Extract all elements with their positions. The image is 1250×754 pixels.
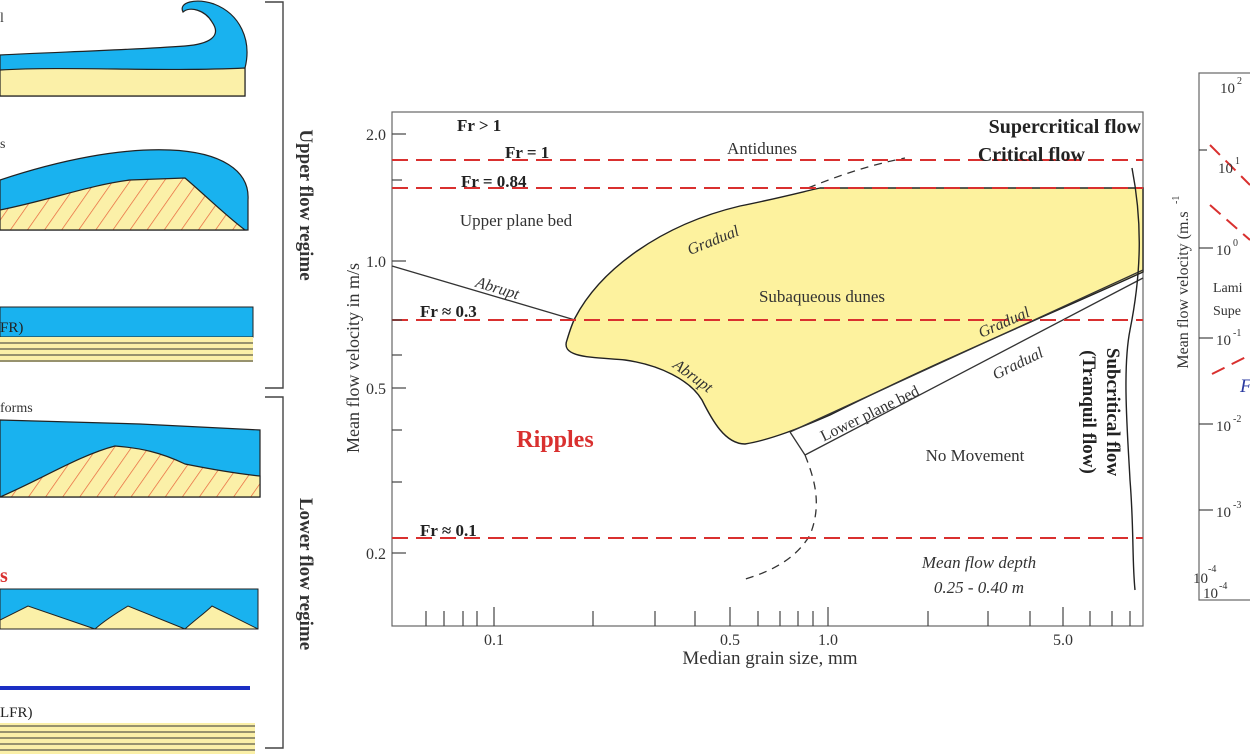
right-tick-1e-4-exp: -4 [1208,564,1216,575]
right-y-axis-title-sup: -1 [1171,196,1182,204]
y-tick-label-2.0: 2.0 [366,127,386,144]
boundary-label-gradual-3: Gradual [990,344,1047,383]
lower-dune-sketch [0,419,261,498]
x-tick-label-0.5: 0.5 [720,632,740,649]
lower-flow-laminae-sketch [0,723,255,754]
y-tick-label-1.0: 1.0 [366,254,386,271]
right-tick-1e2: 10 2 [1220,76,1242,97]
right-tick-1e-1-base: 10 [1216,333,1231,349]
right-chart-frame [1198,72,1250,601]
x-tick-label-0.1: 0.1 [484,632,504,649]
froude-label-gt1: Fr > 1 [457,116,501,135]
x-tick-label-5.0: 5.0 [1053,632,1073,649]
right-tick-1e-3: 10 -3 [1216,500,1241,521]
right-x-start: 10 -4 [1203,581,1227,602]
region-ripples: Ripples [516,427,593,453]
upper-flow-regime-label: Upper flow regime [295,129,316,280]
right-cut-text-1: Lami [1213,281,1243,296]
flow-state-critical: Critical flow [978,144,1086,166]
y-axis [392,133,406,554]
right-velocity-chart: 10 2 10 1 10 0 10 -1 10 -2 10 -3 10 -4 1… [1171,72,1250,602]
cut-label-upper-dune: s [0,137,5,152]
left-bedform-panel: l s FR) forms s LFR) [0,0,316,754]
right-x-start-exp: -4 [1219,581,1227,592]
cut-label-ufr: FR) [0,320,23,336]
cut-label-ripples: s [0,565,8,587]
x-axis-title: Median grain size, mm [682,648,857,669]
right-tick-1e0-base: 10 [1216,243,1231,259]
froude-label-01: Fr ≈ 0.1 [420,521,477,540]
right-tick-1e2-base: 10 [1220,81,1235,97]
right-y-axis-title-text: Mean flow velocity (m.s [1175,211,1192,368]
right-tick-1e-3-base: 10 [1216,505,1231,521]
right-tick-1e1-exp: 1 [1235,156,1240,167]
flow-state-supercritical: Supercritical flow [989,116,1142,138]
abrupt-boundary-line [391,265,576,321]
right-tick-1e-2-base: 10 [1216,419,1231,435]
antidune-sketch [0,0,248,97]
right-chart-ticks [1199,149,1213,511]
right-tick-1e2-exp: 2 [1237,76,1242,87]
right-tick-1e0-exp: 0 [1233,238,1238,249]
right-tick-1e-4: 10 -4 [1193,564,1216,587]
lower-regime-bracket [265,396,284,749]
upper-dune-sketch [0,149,249,231]
upper-regime-bracket [265,1,284,389]
depth-note-line2: 0.25 - 0.40 m [934,578,1024,597]
right-tick-1e-3-exp: -3 [1233,500,1241,511]
lower-plane-bed-upper-line [789,269,1144,433]
region-antidunes: Antidunes [727,139,797,158]
froude-label-eq1: Fr = 1 [505,143,549,162]
flow-state-tranquil: (Tranquil flow) [1078,350,1099,474]
right-chart-lines [1209,144,1250,375]
y-tick-label-0.5: 0.5 [366,381,386,398]
antidune-dashed-boundary [807,157,906,189]
subaqueous-dunes-field [565,187,1144,445]
right-tick-1e1-base: 10 [1218,161,1233,177]
cut-label-antidune: l [0,11,4,26]
region-subaqueous-dunes: Subaqueous dunes [759,287,885,306]
upper-flow-laminae-sketch [0,306,254,362]
froude-label-03: Fr ≈ 0.3 [420,302,477,321]
lower-plane-bed-left-edge [789,431,806,456]
right-tick-1e1: 10 1 [1218,156,1240,177]
right-tick-1e-4-base: 10 [1193,571,1208,587]
boundary-label-abrupt-1: Abrupt [473,274,522,304]
lower-flow-regime-label: Lower flow regime [295,498,316,650]
y-axis-title: Mean flow velocity in m/s [343,263,363,453]
right-tick-1e-2: 10 -2 [1216,414,1241,435]
chart-frame [391,111,1144,627]
no-movement-dashed-boundary [741,454,817,581]
ripple-sketch [0,588,259,630]
right-tick-1e-1: 10 -1 [1216,328,1241,349]
x-axis [425,607,1131,626]
region-upper-plane-bed: Upper plane bed [460,211,573,230]
y-tick-label-0.2: 0.2 [366,546,386,563]
region-no-movement: No Movement [926,446,1025,465]
lower-plane-bed-lower-line [804,277,1144,456]
cut-label-lfr: LFR) [0,705,33,721]
right-tick-1e-2-exp: -2 [1233,414,1241,425]
froude-label-084: Fr = 0.84 [461,172,527,191]
right-x-start-base: 10 [1203,586,1218,602]
subcritical-boundary-curve [1125,167,1140,591]
right-y-axis-title: Mean flow velocity (m.s -1 [1171,196,1192,369]
flow-state-subcritical: Subcritical flow [1102,348,1123,477]
depth-note-line1: Mean flow depth [921,553,1036,572]
right-cut-text-3: F [1239,376,1250,397]
right-tick-1e0: 10 0 [1216,238,1238,259]
right-cut-text-2: Supe [1213,304,1241,319]
main-bedform-chart: Fr > 1 Fr = 1 Fr = 0.84 Fr ≈ 0.3 Fr ≈ 0.… [343,111,1144,669]
right-tick-1e-1-exp: -1 [1233,328,1241,339]
cut-label-lower-dune: forms [0,401,33,416]
x-tick-label-1.0: 1.0 [818,632,838,649]
